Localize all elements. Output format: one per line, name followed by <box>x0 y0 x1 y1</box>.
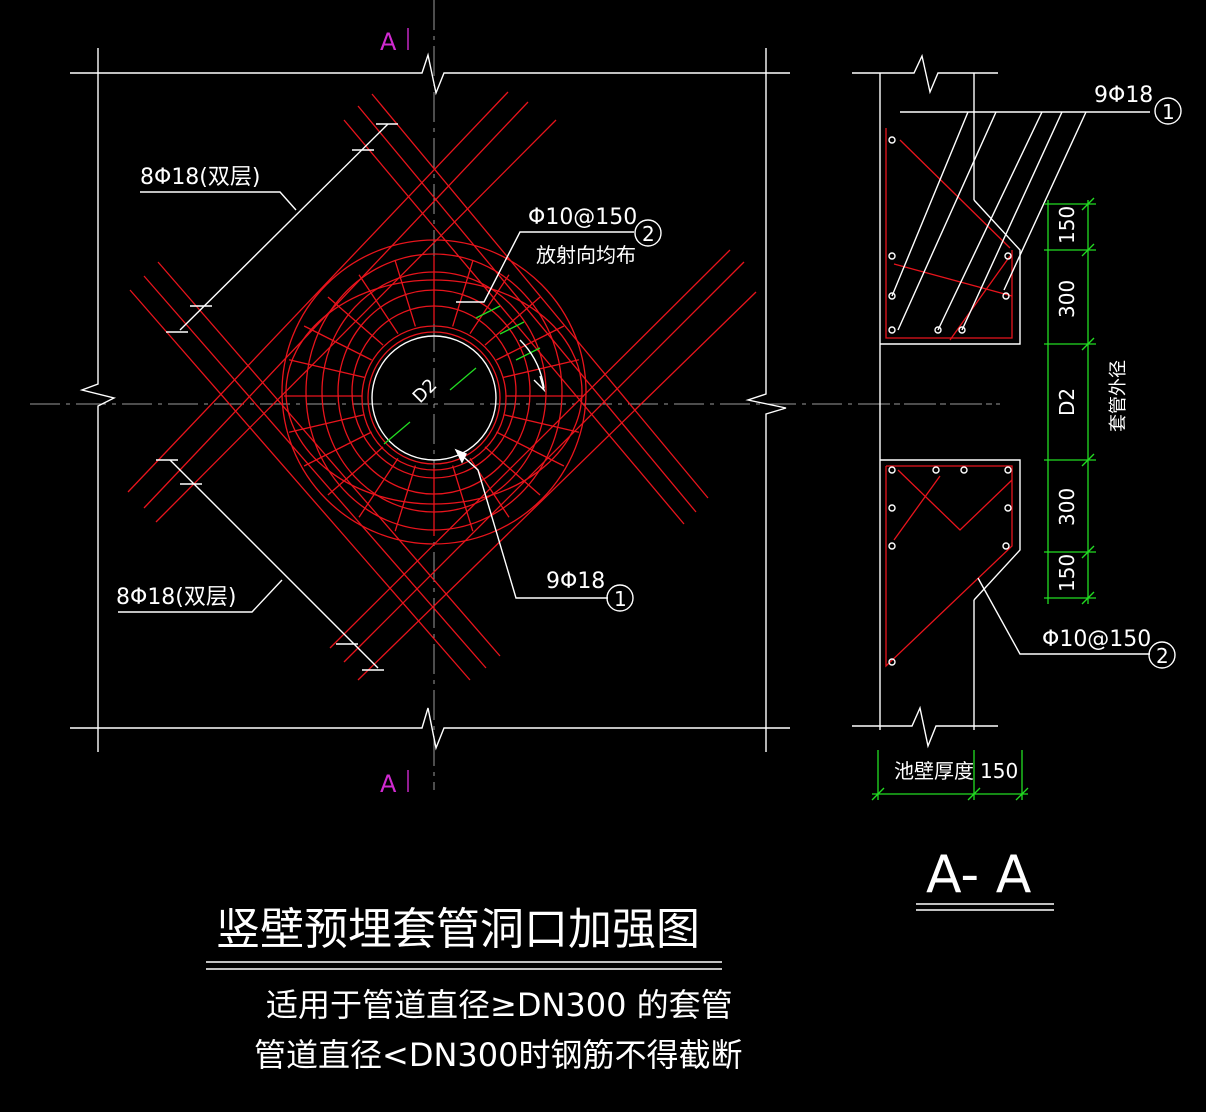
section-mark-bottom: A <box>380 770 397 798</box>
section-top-edge <box>852 53 998 95</box>
leader-bottom-left-bars <box>118 579 283 613</box>
diagonal-bars-falling <box>129 93 709 681</box>
section-dimension-chain <box>1044 197 1096 605</box>
stirrup-arc-arrow <box>519 339 545 389</box>
dim-lower-300: 300 <box>1055 488 1079 526</box>
radial-stirrup <box>327 296 384 346</box>
label-stirrup-spec: Φ10@150 <box>528 205 637 230</box>
radial-stirrup <box>394 465 416 532</box>
radial-stirrup <box>484 296 541 346</box>
title-block: 竖壁预埋套管洞口加强图 适用于管道直径≥DN300 的套管 管道直径<DN300… <box>206 904 742 1074</box>
radial-stirrup <box>288 414 365 433</box>
plan-view: 8Φ18(双层) 8Φ18(双层) Φ10@150 放射向均布 2 9Φ18 1… <box>30 0 1000 798</box>
plan-right-edge <box>745 48 787 752</box>
plan-top-edge <box>70 52 790 96</box>
callout-2-section <box>1148 641 1176 669</box>
sleeve-circle <box>371 335 497 461</box>
label-top-left-bars: 8Φ18(双层) <box>140 165 260 190</box>
section-title: A- A <box>926 845 1032 905</box>
radial-stirrup <box>469 274 510 335</box>
radial-stirrup <box>288 359 365 378</box>
main-title: 竖壁预埋套管洞口加强图 <box>216 904 700 955</box>
radial-stirrup <box>452 465 474 532</box>
radial-stirrup <box>303 325 372 361</box>
label-section-top-bars: 9Φ18 <box>1094 83 1153 108</box>
label-section-stirrup: Φ10@150 <box>1042 627 1151 652</box>
section-lower-block <box>880 459 1021 601</box>
radial-stirrup <box>327 446 384 496</box>
callout-2-plan-text: 2 <box>642 222 655 246</box>
radial-stirrup <box>496 431 565 467</box>
section-view: 9Φ18 1 Φ10@150 2 <box>852 53 1182 911</box>
leader-stirrup <box>456 231 634 303</box>
title-note-2: 管道直径<DN300时钢筋不得截断 <box>254 1036 742 1074</box>
section-mark-top: A <box>380 28 397 56</box>
radial-stirrup <box>496 325 565 361</box>
radial-stirrup <box>358 457 399 518</box>
leader-section-stirrup <box>977 577 1150 655</box>
callout-1-section <box>1154 97 1182 125</box>
dim-diameter: D2 <box>1055 388 1079 416</box>
callout-2-section-text: 2 <box>1156 644 1169 668</box>
title-note-1: 适用于管道直径≥DN300 的套管 <box>266 986 733 1024</box>
section-bottom-edge <box>852 705 998 749</box>
dim-upper-150: 150 <box>1055 206 1079 244</box>
section-bottom-dimension <box>871 750 1029 801</box>
label-bottom-left-bars: 8Φ18(双层) <box>116 585 236 610</box>
radial-stirrup <box>303 431 372 467</box>
radial-stirrup <box>358 274 399 335</box>
dim-lower-150: 150 <box>1055 554 1079 592</box>
callout-1-plan <box>606 584 634 612</box>
radial-stirrup <box>503 359 580 378</box>
radial-stirrup <box>452 260 474 327</box>
label-stirrup-note: 放射向均布 <box>536 243 636 267</box>
label-wall-thickness: 池壁厚度 <box>894 759 974 783</box>
label-extra-150: 150 <box>980 759 1018 783</box>
radial-stirrup <box>503 414 580 433</box>
dim-upper-300: 300 <box>1055 280 1079 318</box>
plan-left-edge <box>79 48 117 752</box>
radial-stirrup <box>394 260 416 327</box>
section-lower-rebar <box>885 465 1013 668</box>
leader-top-left-bars <box>140 191 297 211</box>
callout-1-section-text: 1 <box>1162 100 1175 124</box>
label-ring-bars: 9Φ18 <box>546 569 605 594</box>
section-upper-rebar <box>885 111 1150 341</box>
label-plan-diameter: D2 <box>409 375 442 408</box>
leader-ring-bars <box>455 449 608 599</box>
radial-stirrup <box>484 446 541 496</box>
callout-1-plan-text: 1 <box>614 587 627 611</box>
plan-bottom-edge <box>70 707 790 751</box>
callout-2-plan <box>634 219 662 247</box>
dim-diameter-label: 套管外径 <box>1108 360 1129 432</box>
section-upper-block <box>880 199 1021 345</box>
